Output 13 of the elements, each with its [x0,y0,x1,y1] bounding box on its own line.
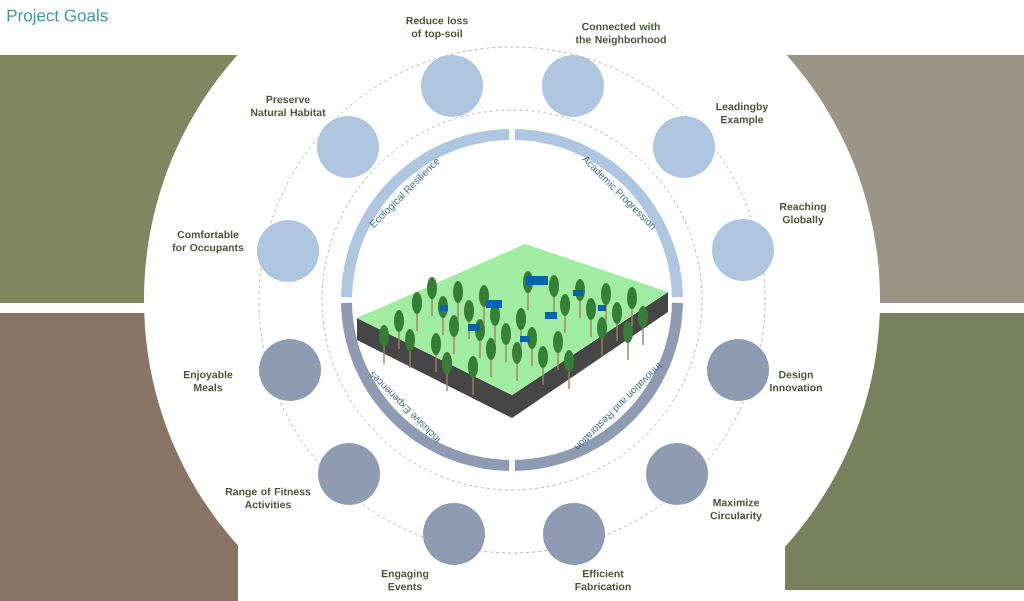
goal-label: Maximize Circularity [710,498,762,522]
title: Project Goals [7,9,108,25]
goal-label: Connected with the Neighborhood [575,22,666,46]
goal-label: Comfortable for Occupants [172,230,244,254]
goal-label: Engaging Events [381,569,429,591]
goal-label: Efficient Fabrication [575,569,631,591]
goal-label: Reduce loss of top-soil [406,16,468,40]
goal-label: Design Innovation [770,370,822,392]
goal-label: Enjoyable Meals [183,370,233,392]
goal-label: Leadingby Example [716,102,769,126]
goal-label: Range of Fitness Activities [225,487,311,509]
goal-label: Preserve Natural Habitat [251,95,326,117]
goal-label: Reaching Globally [780,202,826,226]
